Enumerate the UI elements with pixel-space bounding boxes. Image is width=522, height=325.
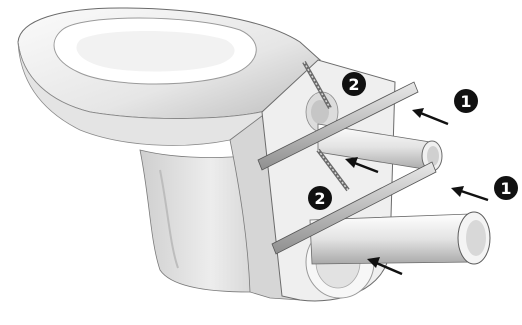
callout-2-upper: 2: [342, 72, 366, 96]
svg-text:1: 1: [460, 92, 471, 111]
arrow-lower-pipe: [451, 186, 488, 200]
svg-text:2: 2: [314, 189, 325, 208]
callout-1-upper: 1: [454, 89, 478, 113]
svg-text:1: 1: [500, 179, 511, 198]
svg-text:2: 2: [348, 75, 359, 94]
callout-2-lower: 2: [308, 186, 332, 210]
callout-1-lower: 1: [494, 176, 518, 200]
arrow-upper-pipe: [412, 108, 448, 124]
